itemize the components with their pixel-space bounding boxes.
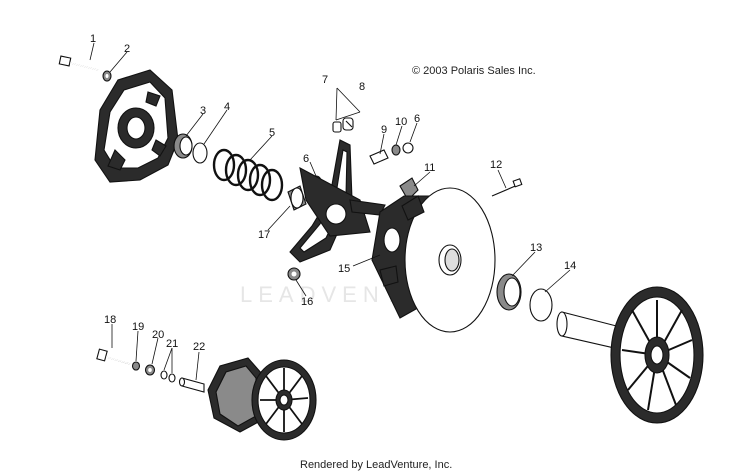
callout-16: 16 [301,296,313,308]
main-sheave [371,187,496,333]
part-10-ring [391,144,401,156]
part-1-bolt [58,55,99,71]
part-7-8-pins [332,117,354,133]
footer-credit: Rendered by LeadVenture, Inc. [300,459,452,471]
callout-21: 21 [166,338,178,350]
part-19-washer [131,361,141,371]
callout-7: 7 [322,74,328,86]
callout-5: 5 [269,127,275,139]
fixed-sheave [556,286,704,424]
callout-6-right: 6 [414,113,420,125]
part-11-weight [399,177,419,201]
callout-14: 14 [564,260,576,272]
part-13-bushing [496,273,522,311]
callout-15: 15 [338,263,350,275]
callout-22: 22 [193,341,205,353]
part-6-roller-right [402,142,414,154]
callout-3: 3 [200,105,206,117]
part-21-washers [160,370,176,383]
part-22-sleeve [178,377,205,393]
part-3-bushing [173,133,193,159]
callout-13: 13 [530,242,542,254]
copyright-notice: © 2003 Polaris Sales Inc. [412,65,536,77]
callout-10: 10 [395,116,407,128]
callout-19: 19 [132,321,144,333]
part-cover-plate [94,69,179,183]
callout-8: 8 [359,81,365,93]
part-15-spider [289,139,386,263]
callout-17: 17 [258,229,270,241]
part-17-sleeve [287,185,307,211]
callout-11: 11 [424,162,435,174]
callout-4: 4 [224,101,230,113]
callout-18: 18 [104,314,116,326]
part-18-bolt [96,348,131,365]
part-5-spring [212,148,284,202]
part-9-pin [369,149,389,165]
callout-6-left: 6 [303,153,309,165]
part-20-nut [144,364,156,376]
callout-9: 9 [381,124,387,136]
driven-clutch [207,357,317,441]
part-2-washer [102,70,112,82]
callouts: 1 2 3 4 5 6 7 8 9 10 6 11 12 13 14 15 16… [90,33,576,353]
callout-1: 1 [90,33,96,45]
part-12-pin [491,178,523,197]
leader-lines [89,42,571,381]
part-4-ring [192,142,208,164]
part-14-ring [529,288,553,322]
callout-2: 2 [124,43,130,55]
part-16-nut [287,267,301,281]
callout-12: 12 [490,159,502,171]
callout-20: 20 [152,329,164,341]
